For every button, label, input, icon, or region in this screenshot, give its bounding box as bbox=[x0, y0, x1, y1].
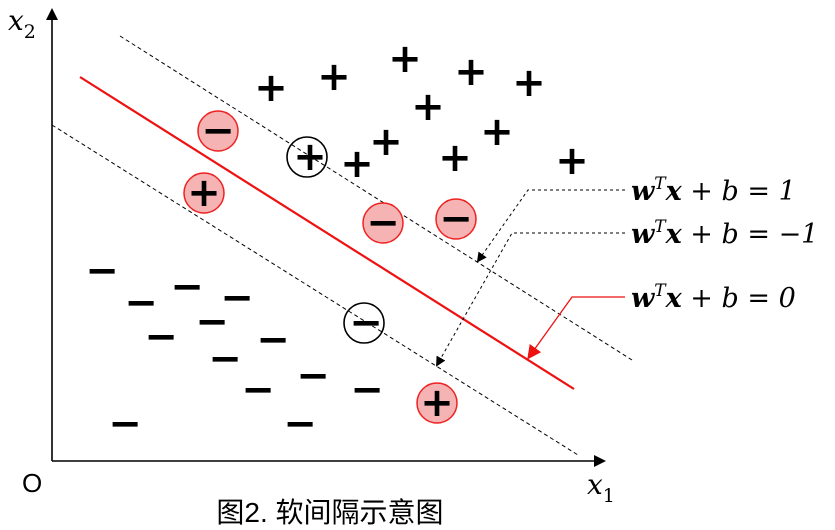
plus-sample: + bbox=[555, 138, 589, 184]
lower-margin-callout bbox=[436, 232, 625, 367]
origin-label: O bbox=[22, 468, 42, 498]
minus-sample: − bbox=[201, 108, 235, 154]
upper-margin-equation: wTx + b = 1 bbox=[631, 174, 796, 207]
minus-sample: − bbox=[144, 314, 178, 360]
plus-sample: + bbox=[480, 109, 514, 155]
plus-sample: + bbox=[388, 36, 422, 82]
minus-sample: − bbox=[350, 367, 384, 413]
y-axis-label: x2 bbox=[8, 4, 36, 43]
support-vector-marker bbox=[343, 302, 385, 344]
minus-sample: − bbox=[256, 317, 290, 363]
slack-sample-marker bbox=[197, 110, 239, 152]
hyperplane-equation: wTx + b = 0 bbox=[631, 281, 796, 314]
minus-sample: − bbox=[220, 275, 254, 321]
plus-sample: + bbox=[254, 65, 288, 111]
hyperplane-callout bbox=[527, 296, 625, 360]
plus-sample: + bbox=[411, 84, 445, 130]
minus-sample: − bbox=[283, 401, 317, 447]
upper-margin-line bbox=[119, 35, 633, 361]
plus-sample: + bbox=[340, 141, 374, 187]
plus-sample: + bbox=[454, 49, 488, 95]
plus-sample: + bbox=[420, 380, 454, 426]
separating-hyperplane bbox=[79, 76, 575, 390]
plus-sample: + bbox=[369, 119, 403, 165]
slack-sample-marker bbox=[362, 202, 404, 244]
minus-sample: − bbox=[366, 200, 400, 246]
x-axis-label: x1 bbox=[587, 468, 615, 507]
support-vector-marker bbox=[286, 136, 328, 178]
slack-sample-marker bbox=[416, 382, 458, 424]
negative-samples: − − − − − − − − − − − − − − − − − bbox=[85, 108, 473, 447]
minus-sample: − bbox=[208, 336, 242, 382]
minus-sample: − bbox=[439, 196, 473, 242]
plus-sample: + bbox=[438, 135, 472, 181]
plus-sample: + bbox=[293, 134, 327, 180]
minus-sample: − bbox=[241, 367, 275, 413]
minus-sample: − bbox=[170, 264, 204, 310]
minus-sample: − bbox=[85, 248, 119, 294]
lower-margin-equation: wTx + b = −1 bbox=[631, 217, 818, 250]
positive-samples: + + + + + + + + + + + + + + bbox=[187, 36, 589, 426]
plus-sample: + bbox=[187, 170, 221, 216]
minus-sample: − bbox=[108, 401, 142, 447]
minus-sample: − bbox=[296, 353, 330, 399]
plus-sample: + bbox=[512, 60, 546, 106]
minus-sample: − bbox=[124, 280, 158, 326]
slack-sample-marker bbox=[435, 198, 477, 240]
slack-sample-marker bbox=[183, 172, 225, 214]
minus-sample: − bbox=[349, 300, 383, 346]
lower-margin-line bbox=[51, 124, 579, 456]
plus-sample: + bbox=[317, 54, 351, 100]
minus-sample: − bbox=[195, 299, 229, 345]
upper-margin-callout bbox=[476, 189, 625, 263]
figure-caption: 图2. 软间隔示意图 bbox=[216, 497, 443, 528]
